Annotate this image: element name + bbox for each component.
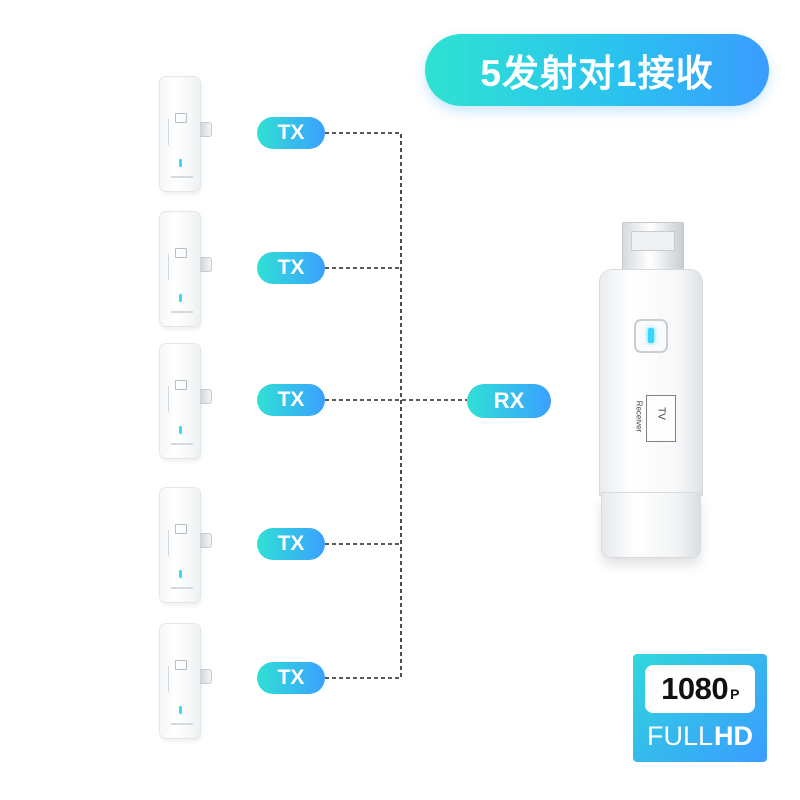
led-indicator — [179, 570, 182, 578]
screen-icon — [175, 113, 187, 123]
receiver-text: Receiver — [634, 400, 644, 433]
resolution-number: 1080 — [661, 671, 729, 706]
transmitter-device-1 — [160, 77, 212, 191]
led-indicator — [179, 706, 182, 714]
rx-label-text: RX — [493, 388, 525, 413]
full-text: FULL — [646, 720, 714, 751]
transmitter-device-4 — [160, 488, 212, 602]
hd-text: HD — [714, 720, 754, 751]
tx-label-text: TX — [277, 256, 305, 279]
tx-label-4: TX — [257, 528, 325, 560]
receiver-body — [600, 270, 702, 495]
pair-button-icon — [634, 319, 668, 353]
resolution-suffix: P — [730, 686, 739, 702]
screen-icon — [175, 524, 187, 534]
tx-label-text: TX — [277, 388, 305, 411]
tx-label-1: TX — [257, 117, 325, 149]
screen-icon — [175, 660, 187, 670]
rx-label: RX — [467, 384, 551, 418]
usb-c-plug-icon — [200, 669, 212, 684]
usb-c-plug-icon — [200, 533, 212, 548]
tx-label-3: TX — [257, 384, 325, 416]
tx-label-text: TX — [277, 121, 305, 144]
usb-c-plug-icon — [200, 389, 212, 404]
tv-text: TV — [655, 407, 667, 420]
usb-c-plug-icon — [200, 122, 212, 137]
connector-tx5 — [325, 400, 402, 679]
transmitter-device-5 — [160, 624, 212, 738]
tv-box: TV — [646, 395, 676, 442]
title-text: 5发射对1接收 — [480, 53, 714, 94]
tx-label-5: TX — [257, 662, 325, 694]
led-indicator — [179, 294, 182, 302]
tx-label-2: TX — [257, 252, 325, 284]
connector-tx1 — [325, 132, 402, 400]
led-indicator — [179, 426, 182, 434]
receiver-cap — [602, 493, 700, 557]
led-indicator — [648, 328, 654, 343]
screen-icon — [175, 248, 187, 258]
led-indicator — [179, 159, 182, 167]
tx-label-text: TX — [277, 666, 305, 689]
screen-icon — [175, 380, 187, 390]
transmitter-device-2 — [160, 212, 212, 326]
usb-c-plug-icon — [200, 257, 212, 272]
receiver-device: TV Receiver — [578, 222, 718, 567]
title-banner: 5发射对1接收 — [425, 34, 769, 106]
tx-label-text: TX — [277, 532, 305, 555]
transmitter-device-3 — [160, 344, 212, 458]
